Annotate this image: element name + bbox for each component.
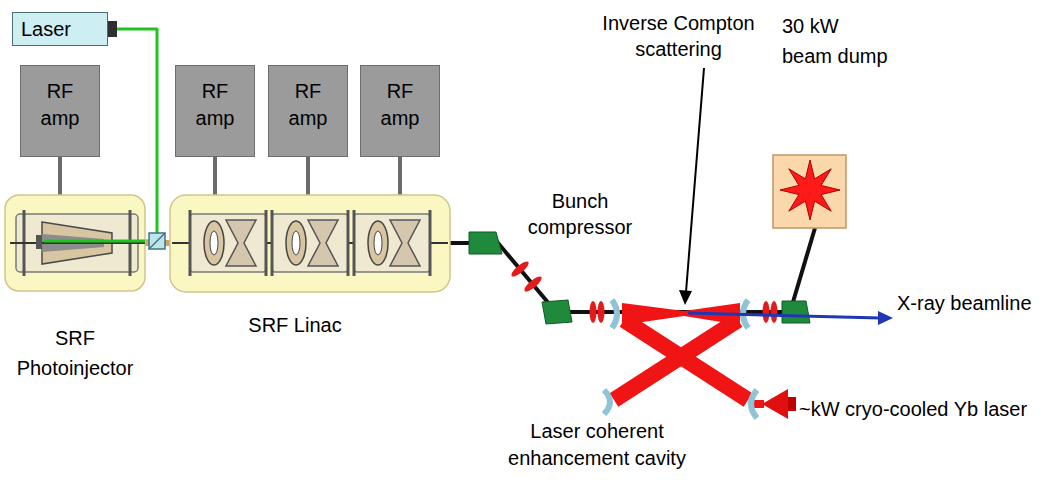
rf-feed-line [306, 157, 310, 195]
flange [429, 210, 432, 276]
leader-arrowhead [679, 290, 692, 305]
cavity-mirror [604, 390, 610, 414]
beam-dump: 30 kW beam dump [773, 155, 846, 228]
cavity-cell [368, 221, 388, 265]
rf-amplifier-box: RF amp [175, 65, 255, 157]
electron-beam-line [450, 228, 815, 312]
rf-amplifier-box: RF amp [20, 65, 100, 157]
cavity-cell [204, 221, 224, 265]
flange [189, 210, 192, 276]
label-anchor: ~kW cryo-cooled Yb laser [799, 396, 1027, 422]
cavity-cell [226, 220, 256, 266]
x-ray-beam [688, 313, 880, 318]
rf-amplifier-box: RF amp [268, 65, 348, 157]
cavity-iris [374, 231, 382, 255]
node-label: SRF Linac [155, 312, 435, 338]
rf-feed-line [58, 157, 62, 195]
cavity-cell [308, 220, 338, 266]
bunch-compressor-label: Bunch compressor [520, 188, 640, 240]
cavity-cell [286, 221, 306, 265]
node-label: 30 kW beam dump [782, 11, 890, 71]
label-anchor: X-ray beamline [897, 290, 1032, 316]
cavity-iris [210, 231, 218, 255]
node-label: RF amp [279, 78, 337, 132]
linac-cryomodule [170, 195, 450, 292]
node-label: RF amp [371, 78, 429, 132]
label-anchor: Bunch compressor [520, 188, 640, 240]
photocathode [36, 235, 42, 249]
cavity-vessel [354, 214, 430, 272]
leader-arrow [686, 68, 704, 292]
beam-dump-burst [780, 160, 840, 220]
cavity-mirror [612, 300, 617, 328]
laser-beam [614, 320, 738, 400]
flange [353, 210, 356, 276]
laser-light [44, 240, 145, 243]
rf-amplifier-box: RF amp [360, 65, 440, 157]
yb-laser-symbol [762, 389, 788, 419]
cavity-cell [390, 220, 420, 266]
beam-dump-block [773, 155, 846, 228]
quadrupole-magnet [509, 259, 530, 279]
cavity-mirror [751, 390, 757, 418]
quadrupole-magnet [590, 301, 597, 323]
yb-laser-label: ~kW cryo-cooled Yb laser [799, 396, 1027, 422]
rf-feed-line [398, 157, 402, 195]
rf-feed-line [213, 157, 217, 195]
photoinjector-cryomodule [5, 195, 145, 291]
quadrupole-magnet [763, 301, 770, 323]
compton-label: Inverse Compton scattering [596, 10, 761, 62]
yb-laser-symbol [788, 397, 796, 411]
node-label: Laser [21, 17, 99, 42]
beam-combiner-cube [149, 233, 165, 249]
dipole-magnet [782, 301, 810, 323]
quadrupole-magnet [522, 274, 543, 294]
laser-box: Laser [12, 12, 108, 46]
label-anchor: Inverse Compton scattering [596, 10, 761, 62]
photoinjector-module: SRF Photoinjector [5, 195, 145, 291]
x-ray-beamline-label: X-ray beamline [897, 290, 1032, 316]
label-anchor: Laser coherent enhancement cavity [497, 418, 697, 472]
cavity-vessel [190, 214, 266, 272]
quadrupole-magnet [598, 301, 605, 323]
dipole-magnet [542, 300, 572, 324]
node-label: RF amp [31, 78, 89, 132]
linac-module: SRF Linac [170, 195, 450, 292]
quadrupole-magnet [771, 301, 778, 323]
beam-axis [10, 242, 145, 244]
cavity-vessel [272, 214, 348, 272]
flange [265, 210, 268, 276]
dipole-magnet [469, 232, 502, 254]
beam-combiner-mirror [149, 233, 165, 249]
node-label: SRF Photoinjector [10, 323, 140, 383]
flange [347, 210, 350, 276]
node-label: RF amp [186, 78, 244, 132]
enhancement-cavity-label: Laser coherent enhancement cavity [497, 418, 697, 472]
x-ray-arrowhead [878, 311, 893, 325]
cavity-iris [292, 231, 300, 255]
flange [271, 210, 274, 276]
laser-head [108, 21, 117, 37]
